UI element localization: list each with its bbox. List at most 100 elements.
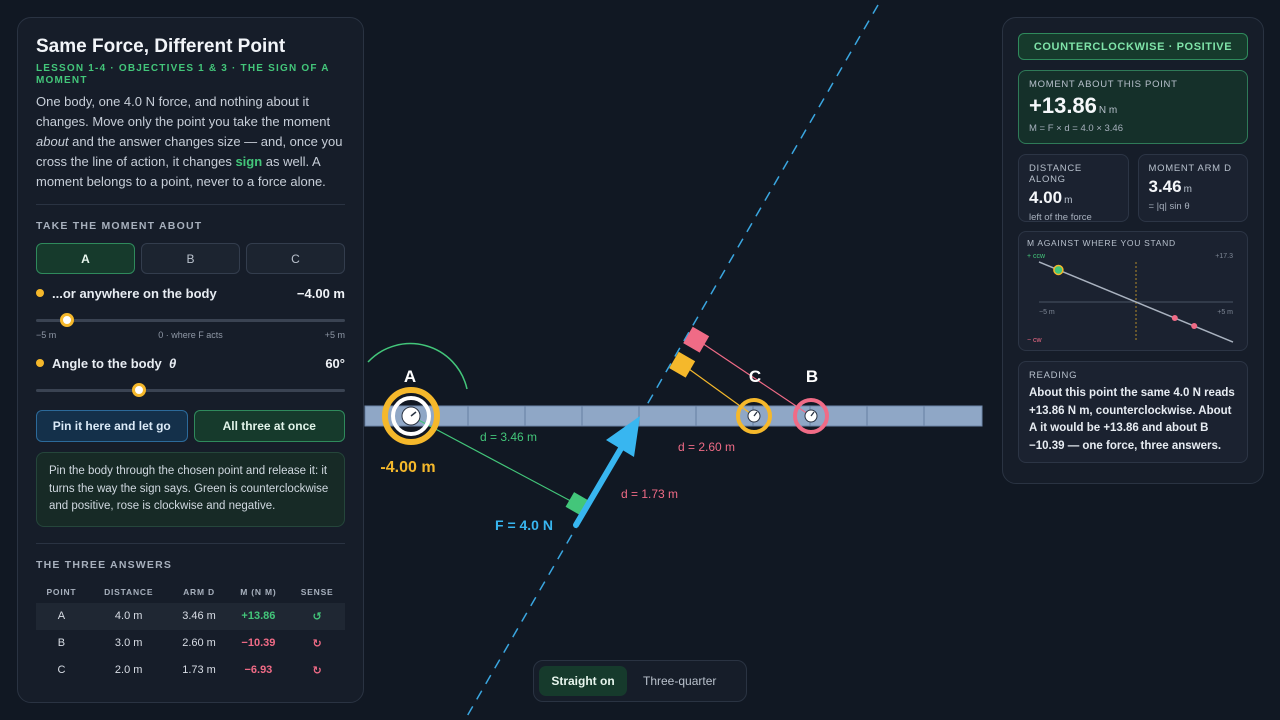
distance-sub: left of the force [1029, 212, 1092, 223]
col-sense: SENSE [300, 586, 334, 597]
lesson-intro: One body, one 4.0 N force, and nothing a… [36, 94, 343, 189]
action-buttons: Pin it here and let go All three at once [36, 410, 345, 442]
cell-point: C [57, 664, 66, 676]
lesson-subtitle: LESSON 1-4 · OBJECTIVES 1 & 3 · THE SIGN… [36, 63, 330, 86]
moment-formula: M = F × d = 4.0 × 3.46 [1029, 123, 1124, 134]
angle-slider-label: Angle to the body θ [52, 355, 177, 371]
arm-label: MOMENT ARM D [1148, 163, 1232, 174]
tick-min: −5 m [36, 330, 57, 340]
cell-distance: 2.0 m [114, 664, 143, 676]
lesson-title: Same Force, Different Point [36, 36, 286, 57]
point-b-label: B [806, 367, 818, 386]
angle-dot-icon [36, 359, 44, 367]
view-straight-on-button[interactable]: Straight on [539, 666, 627, 696]
view-three-quarter-button[interactable]: Three-quarter [643, 674, 717, 688]
point-c-label: C [749, 367, 761, 386]
position-slider-ticks: −5 m 0 · where F acts +5 m [36, 330, 345, 340]
moment-about-label: TAKE THE MOMENT ABOUT [36, 220, 203, 232]
arm-b-label: d = 2.60 m [678, 440, 735, 454]
graph-point-marker [1171, 315, 1178, 322]
point-a-label: A [404, 367, 416, 386]
point-b-marker[interactable] [793, 398, 829, 434]
reading-card: READING About this point the same 4.0 N … [1018, 361, 1248, 463]
point-selector: A B C [36, 243, 345, 274]
point-c-marker[interactable] [736, 398, 772, 434]
moment-graph-card: M AGAINST WHERE YOU STAND + ccw− cw+17.3… [1018, 231, 1248, 351]
angle-slider-header: Angle to the body θ 60° [36, 355, 345, 371]
force-label: F = 4.0 N [495, 517, 553, 533]
table-row[interactable]: A 4.0 m 3.46 m +13.86 ↺ [36, 602, 345, 630]
position-dot-icon [36, 289, 44, 297]
position-slider-value: −4.00 m [296, 285, 345, 301]
right-angle-marker-c [669, 351, 696, 378]
point-a-marker[interactable] [382, 387, 440, 445]
moment-graph[interactable]: + ccw− cw+17.3−5 m+5 m [1027, 252, 1241, 348]
readout-panel: COUNTERCLOCKWISE · POSITIVE MOMENT ABOUT… [1002, 17, 1264, 484]
force-arrow[interactable] [573, 416, 640, 528]
cell-arm: 1.73 m [182, 664, 216, 676]
arm-c-label: d = 1.73 m [621, 487, 678, 501]
pin-release-button[interactable]: Pin it here and let go [36, 410, 188, 442]
pin-instructions-note: Pin the body through the chosen point an… [36, 452, 345, 527]
graph-ymax-label: +17.3 [1215, 253, 1233, 260]
angle-slider-value: 60° [325, 355, 345, 371]
position-slider-thumb[interactable] [59, 313, 74, 327]
cell-moment: +13.86 [227, 602, 290, 630]
angle-slider[interactable] [36, 383, 345, 397]
point-c-button[interactable]: C [246, 243, 345, 274]
moment-arm-a [410, 415, 583, 508]
tick-mid: 0 · where F acts [158, 330, 223, 340]
cell-arm: 2.60 m [182, 637, 216, 649]
col-moment: M (N M) [240, 586, 277, 597]
ccw-rotation-arc [367, 342, 468, 390]
graph-xmin-label: −5 m [1039, 309, 1055, 316]
position-slider[interactable] [36, 313, 345, 327]
table-header-row: POINT DISTANCE ARM D M (N M) SENSE [36, 581, 345, 603]
moment-label: MOMENT ABOUT THIS POINT [1029, 79, 1178, 90]
cell-distance: 3.0 m [114, 637, 143, 649]
graph-current-marker [1053, 264, 1064, 276]
answers-table: POINT DISTANCE ARM D M (N M) SENSE A 4.0… [36, 581, 345, 684]
point-b-button[interactable]: B [141, 243, 240, 274]
rigid-beam[interactable] [364, 405, 983, 427]
col-arm: ARM D [183, 586, 215, 597]
cw-icon: ↻ [312, 664, 322, 677]
cell-point: A [36, 602, 87, 630]
sense-badge: COUNTERCLOCKWISE · POSITIVE [1018, 33, 1248, 60]
view-toggle: Straight on Three-quarter [533, 660, 747, 702]
three-answers-label: THE THREE ANSWERS [36, 558, 173, 571]
arm-sub: = |q| sin θ [1148, 201, 1190, 212]
reading-label: READING [1029, 370, 1078, 381]
graph-cw-label: − cw [1027, 337, 1043, 344]
angle-slider-thumb[interactable] [132, 383, 146, 397]
cell-moment: −10.39 [241, 637, 276, 649]
ccw-icon: ↺ [289, 602, 345, 630]
tick-max: +5 m [324, 330, 345, 340]
position-slider-label: ...or anywhere on the body [52, 285, 217, 301]
table-row[interactable]: B 3.0 m 2.60 m −10.39 ↻ [36, 630, 345, 657]
cell-point: B [57, 637, 66, 649]
table-row[interactable]: C 2.0 m 1.73 m −6.93 ↻ [36, 657, 345, 684]
point-a-button[interactable]: A [36, 243, 135, 274]
graph-moment-line [1038, 261, 1234, 343]
all-three-button[interactable]: All three at once [193, 410, 345, 442]
cw-icon: ↻ [312, 637, 322, 650]
col-point: POINT [46, 586, 77, 597]
position-slider-header: ...or anywhere on the body −4.00 m [36, 285, 345, 301]
graph-point-marker [1191, 323, 1198, 330]
col-distance: DISTANCE [104, 586, 154, 597]
graph-label: M AGAINST WHERE YOU STAND [1027, 238, 1176, 248]
distance-label: DISTANCE ALONG [1029, 163, 1082, 185]
cell-arm: 3.46 m [170, 602, 228, 630]
moment-arm-b [695, 338, 812, 417]
divider [36, 542, 345, 544]
line-of-action [465, 4, 879, 719]
divider [36, 204, 345, 205]
